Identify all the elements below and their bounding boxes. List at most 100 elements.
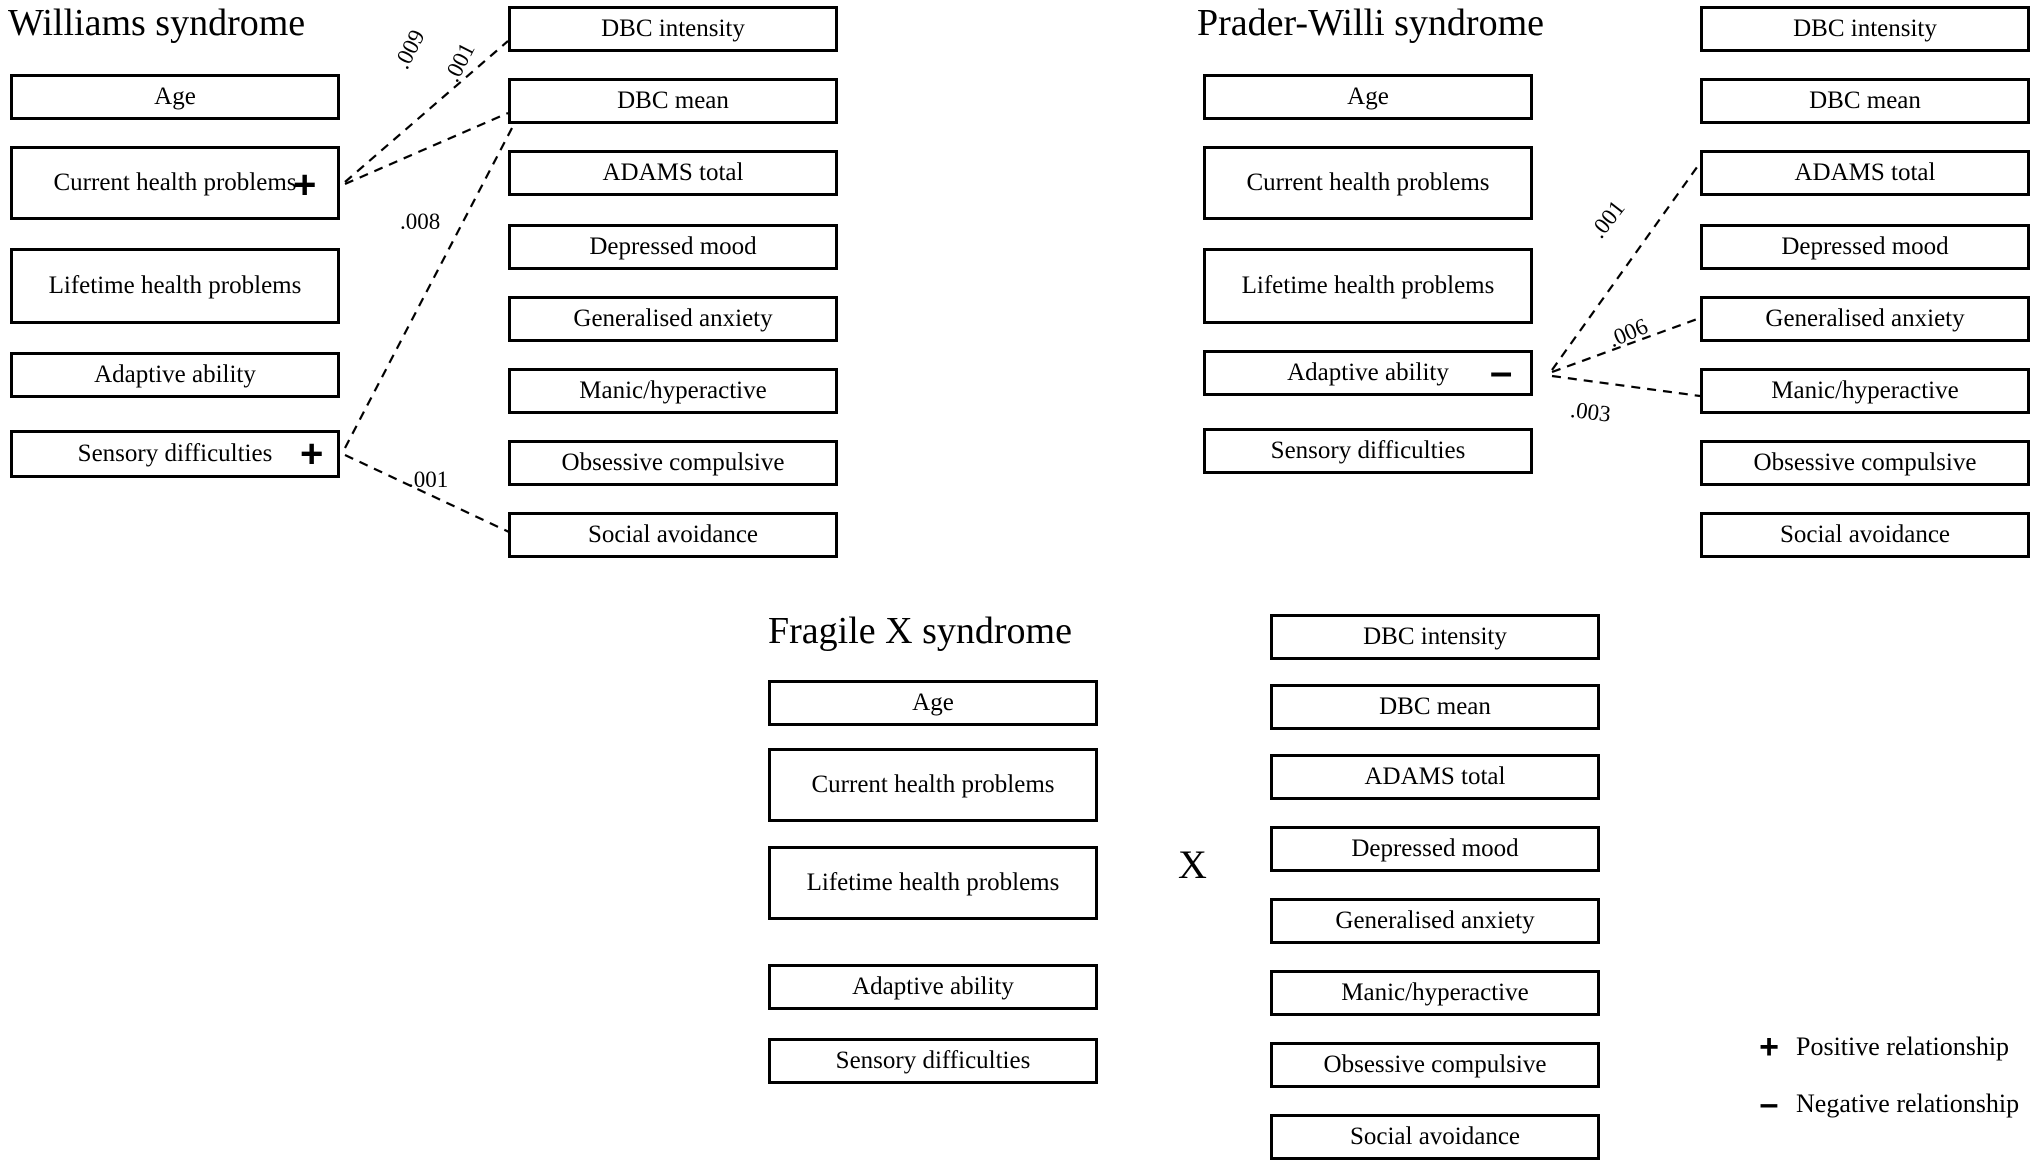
ws-outcome-generalised-anxiety[interactable]: Generalised anxiety — [508, 296, 838, 342]
ws-outcome-social-avoidance[interactable]: Social avoidance — [508, 512, 838, 558]
pws-predictor-sensory-difficulties[interactable]: Sensory difficulties — [1203, 428, 1533, 474]
node-label: Lifetime health problems — [1241, 271, 1495, 299]
pws-outcome-depressed-mood[interactable]: Depressed mood — [1700, 224, 2030, 270]
fxs-outcome-dbc-intensity[interactable]: DBC intensity — [1270, 614, 1600, 660]
node-label: Depressed mood — [1781, 233, 1949, 260]
node-label: Current health problems — [1246, 168, 1490, 196]
fxs-outcome-adams-total[interactable]: ADAMS total — [1270, 754, 1600, 800]
node-label: Obsessive compulsive — [561, 449, 785, 476]
pws-outcome-generalised-anxiety[interactable]: Generalised anxiety — [1700, 296, 2030, 342]
node-label: Sensory difficulties — [835, 1047, 1031, 1074]
ws-predictor-age[interactable]: Age — [10, 74, 340, 120]
node-label: Sensory difficulties — [1270, 437, 1466, 464]
node-label: Depressed mood — [1351, 835, 1519, 862]
fxs-outcome-social-avoidance[interactable]: Social avoidance — [1270, 1114, 1600, 1160]
fxs-no-relationship-mark: X — [1178, 842, 1207, 887]
pws-outcome-dbc-mean[interactable]: DBC mean — [1700, 78, 2030, 124]
pws-plabel-adaptive-adamstotal: .001 — [1585, 195, 1630, 243]
node-label: Manic/hyperactive — [1341, 979, 1529, 1006]
pws-outcome-obsessive-compulsive[interactable]: Obsessive compulsive — [1700, 440, 2030, 486]
ws-plabel-current-dbcintensity: .009 — [389, 25, 430, 73]
ws-outcome-dbc-intensity[interactable]: DBC intensity — [508, 6, 838, 52]
node-label: DBC mean — [1809, 87, 1921, 114]
legend-label-negative: Negative relationship — [1796, 1089, 2020, 1118]
node-label: ADAMS total — [1364, 763, 1506, 790]
ws-plabel-sensory-socialavoidance: .001 — [408, 467, 449, 492]
fxs-predictor-age[interactable]: Age — [768, 680, 1098, 726]
node-label: DBC mean — [1379, 693, 1491, 720]
panel-title-williams: Williams syndrome — [8, 2, 306, 44]
fxs-outcome-manic-hyperactive[interactable]: Manic/hyperactive — [1270, 970, 1600, 1016]
pws-outcome-manic-hyperactive[interactable]: Manic/hyperactive — [1700, 368, 2030, 414]
fxs-outcome-dbc-mean[interactable]: DBC mean — [1270, 684, 1600, 730]
legend-item-negative: – Negative relationship — [1752, 1085, 2020, 1123]
node-label: DBC intensity — [1793, 15, 1937, 42]
node-label: Obsessive compulsive — [1323, 1051, 1547, 1078]
fxs-predictor-current-health-problems[interactable]: Current health problems — [768, 748, 1098, 822]
node-label: Age — [912, 689, 954, 716]
legend-label-positive: Positive relationship — [1796, 1032, 2010, 1061]
node-label: Age — [154, 83, 196, 110]
edge-ws-current-dbcmean — [344, 111, 509, 186]
node-label: Lifetime health problems — [806, 868, 1060, 896]
node-label: Age — [1347, 83, 1389, 110]
pws-predictor-adaptive-ability[interactable]: Adaptive ability — [1203, 350, 1533, 396]
edge-ws-current-dbcintensity — [344, 40, 509, 183]
ws-outcome-dbc-mean[interactable]: DBC mean — [508, 78, 838, 124]
node-label: DBC intensity — [1363, 623, 1507, 650]
fxs-predictor-adaptive-ability[interactable]: Adaptive ability — [768, 964, 1098, 1010]
node-label: Generalised anxiety — [1335, 907, 1535, 934]
node-label: Generalised anxiety — [1765, 305, 1965, 332]
node-label: ADAMS total — [1794, 159, 1936, 186]
ws-sign-sensory-plus: + — [300, 432, 324, 476]
legend-item-positive: + Positive relationship — [1752, 1030, 2009, 1064]
pws-predictor-lifetime-health-problems[interactable]: Lifetime health problems — [1203, 248, 1533, 324]
pws-predictor-current-health-problems[interactable]: Current health problems — [1203, 146, 1533, 220]
node-label: Obsessive compulsive — [1753, 449, 1977, 476]
ws-outcome-depressed-mood[interactable]: Depressed mood — [508, 224, 838, 270]
fxs-predictor-lifetime-health-problems[interactable]: Lifetime health problems — [768, 846, 1098, 920]
ws-predictor-sensory-difficulties[interactable]: Sensory difficulties — [10, 430, 340, 478]
plus-icon: + — [1759, 1028, 1779, 1066]
ws-predictor-current-health-problems[interactable]: Current health problems — [10, 146, 340, 220]
node-label: Lifetime health problems — [48, 271, 302, 299]
pws-plabel-adaptive-manic: .003 — [1569, 397, 1613, 427]
node-label: Generalised anxiety — [573, 305, 773, 332]
node-label: Manic/hyperactive — [579, 377, 767, 404]
pws-predictor-age[interactable]: Age — [1203, 74, 1533, 120]
node-label: Current health problems — [53, 168, 297, 196]
pws-plabel-adaptive-genanxiety: .006 — [1604, 313, 1652, 353]
pws-outcome-social-avoidance[interactable]: Social avoidance — [1700, 512, 2030, 558]
ws-outcome-manic-hyperactive[interactable]: Manic/hyperactive — [508, 368, 838, 414]
fxs-outcome-obsessive-compulsive[interactable]: Obsessive compulsive — [1270, 1042, 1600, 1088]
node-label: Depressed mood — [589, 233, 757, 260]
fxs-outcome-generalised-anxiety[interactable]: Generalised anxiety — [1270, 898, 1600, 944]
node-label: ADAMS total — [602, 159, 744, 186]
minus-icon: – — [1759, 1085, 1779, 1123]
node-label: Social avoidance — [587, 521, 759, 548]
ws-sign-current-health-plus: + — [293, 163, 317, 207]
node-label: Manic/hyperactive — [1771, 377, 1959, 404]
pws-sign-adaptive-minus: – — [1490, 350, 1513, 394]
node-label: Adaptive ability — [852, 973, 1014, 1000]
node-label: Adaptive ability — [1287, 359, 1449, 386]
pws-outcome-adams-total[interactable]: ADAMS total — [1700, 150, 2030, 196]
edge-pws-adaptive-manic — [1551, 374, 1701, 398]
ws-outcome-adams-total[interactable]: ADAMS total — [508, 150, 838, 196]
node-label: Current health problems — [811, 770, 1055, 798]
ws-predictor-lifetime-health-problems[interactable]: Lifetime health problems — [10, 248, 340, 324]
node-label: Social avoidance — [1779, 521, 1951, 548]
ws-plabel-sensory-dbcmean: .008 — [400, 209, 441, 234]
node-label: Adaptive ability — [94, 361, 256, 388]
node-label: DBC intensity — [601, 15, 745, 42]
panel-title-prader-willi: Prader-Willi syndrome — [1197, 2, 1545, 44]
node-label: DBC mean — [617, 87, 729, 114]
fxs-predictor-sensory-difficulties[interactable]: Sensory difficulties — [768, 1038, 1098, 1084]
pws-outcome-dbc-intensity[interactable]: DBC intensity — [1700, 6, 2030, 52]
node-label: Social avoidance — [1349, 1123, 1521, 1150]
ws-outcome-obsessive-compulsive[interactable]: Obsessive compulsive — [508, 440, 838, 486]
ws-plabel-current-dbcmean: .001 — [439, 38, 480, 86]
ws-predictor-adaptive-ability[interactable]: Adaptive ability — [10, 352, 340, 398]
fxs-outcome-depressed-mood[interactable]: Depressed mood — [1270, 826, 1600, 872]
